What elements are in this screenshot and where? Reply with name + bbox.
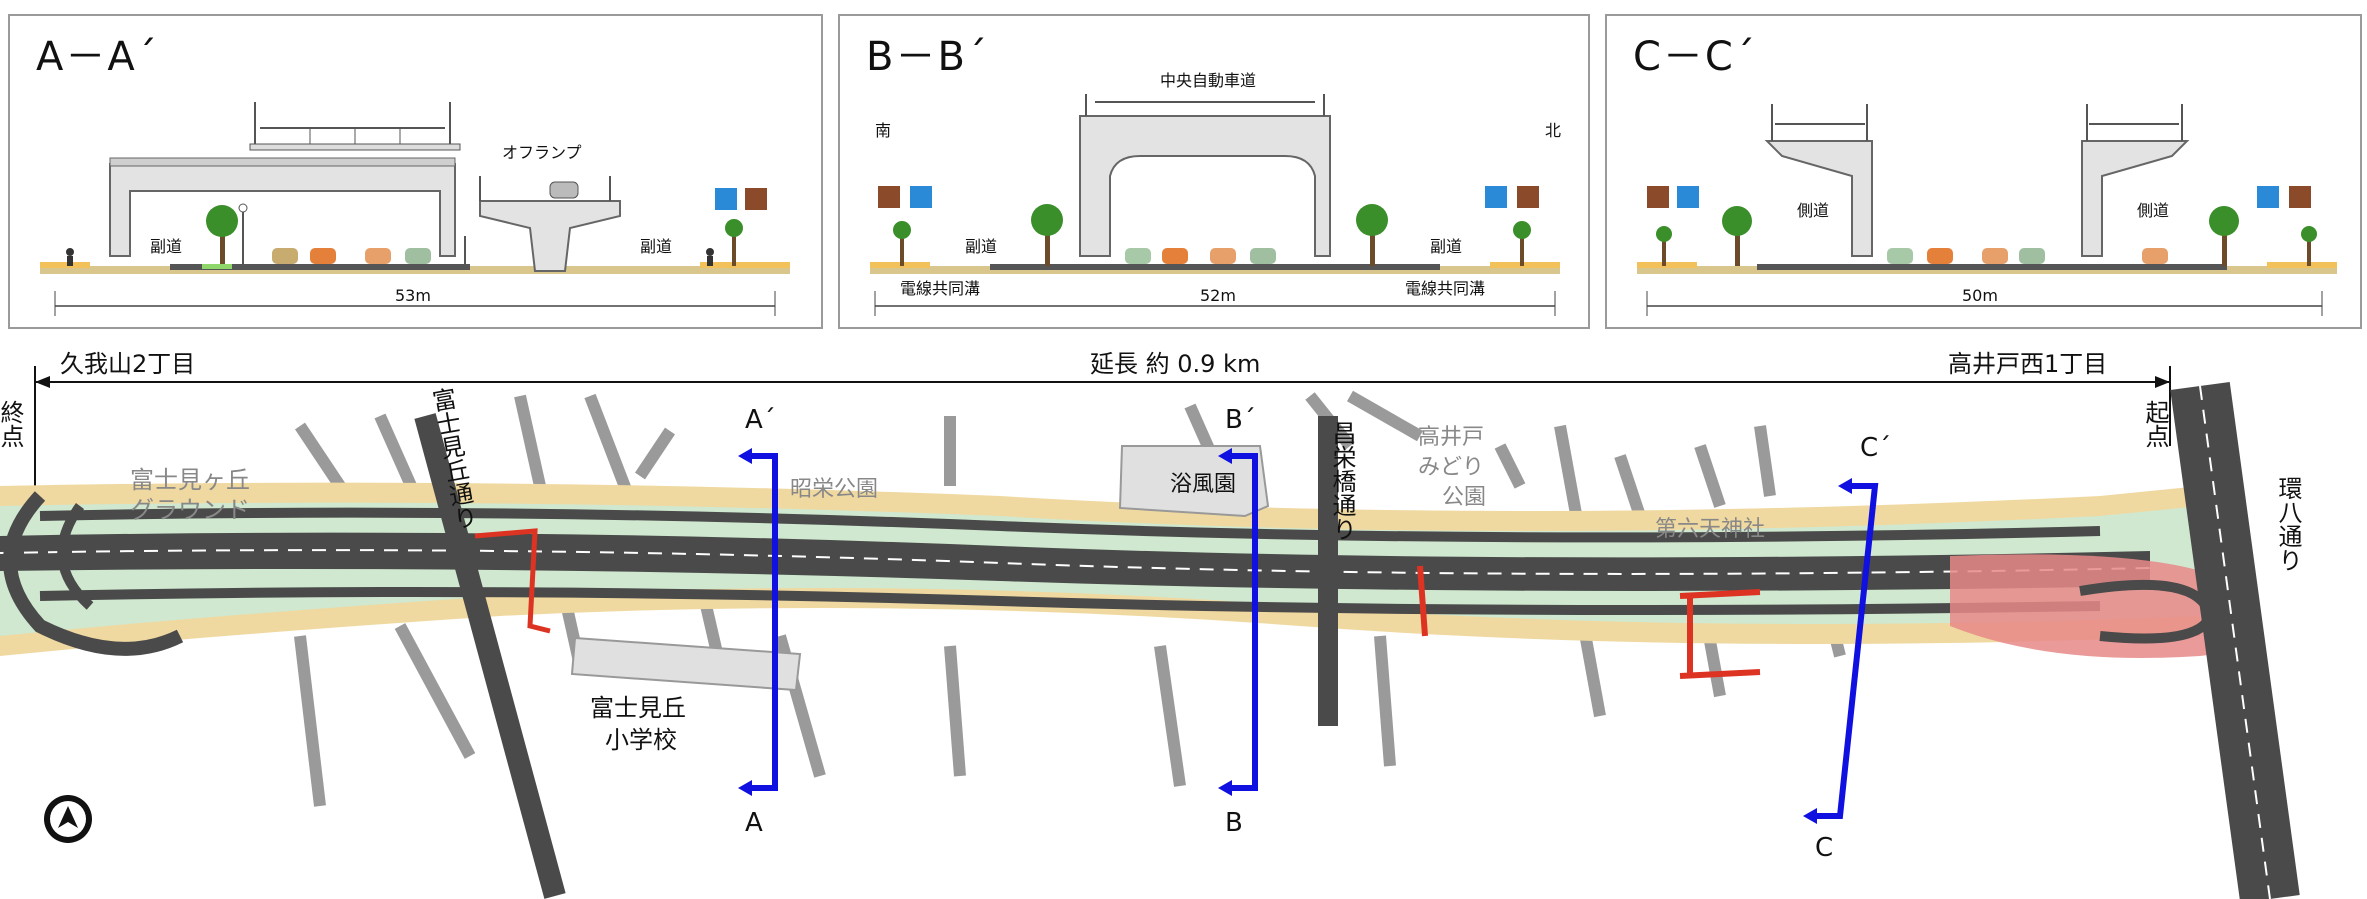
frontage-road-right-label: 側道: [2137, 201, 2169, 220]
marker-c-prime: C´: [1860, 433, 1891, 463]
school-label-2: 小学校: [605, 726, 677, 754]
marker-c: C: [1815, 833, 1833, 863]
section-drawing-b: 中央自動車道 南 北 副道 副道 電線共同溝 電線共同溝 52m: [870, 71, 1561, 316]
section-drawing-c: 側道 側道 50m: [1637, 104, 2337, 316]
bicycle-sign-icon: [910, 186, 932, 208]
yokufuen-label: 浴風園: [1170, 472, 1236, 497]
offramp-label: オフランプ: [502, 143, 582, 162]
cut-line-b: [1225, 453, 1258, 791]
shrine-label: 第六天神社: [1655, 517, 1765, 542]
expressway-lanes: [0, 532, 2150, 591]
center-expressway-label: 中央自動車道: [1160, 71, 1256, 90]
start-point-marker: 起点: [2141, 400, 2169, 448]
cut-line-c: [1810, 483, 1879, 819]
start-location-label: 高井戸西1丁目: [1948, 350, 2107, 378]
marker-b-prime: B´: [1225, 405, 1256, 435]
shoeibashi-street-label: 昌栄橋通り: [1328, 421, 1356, 541]
takaido-park-label-3: 公園: [1442, 485, 1486, 510]
pedestrian-sign-icon: [1647, 186, 1669, 208]
pedestrian-sign-icon: [2289, 186, 2311, 208]
section-panel-c: C－C´ 側道 側道 50m: [1605, 14, 2362, 329]
width-label-a: 53m: [395, 286, 431, 305]
kanpachi-street: [2170, 381, 2300, 899]
west-ramp-loop: [3, 491, 184, 656]
section-panel-b: B－B´ 中央自動車道 南 北 副道 副道 電線共同溝 電線共同溝: [838, 14, 1590, 329]
end-point-marker: 終点: [0, 400, 24, 448]
pedestrian-sign-icon: [878, 186, 900, 208]
ground-label-1: 富士見ヶ丘: [130, 466, 250, 494]
route-length-label: 延長 約 0.9 km: [1090, 350, 1260, 378]
side-road-left-label-b: 副道: [965, 237, 997, 256]
section-title-c: C－C´: [1633, 34, 1757, 80]
section-panel-a: A－A´ オフランプ: [8, 14, 823, 329]
north-arrow-icon: [44, 795, 92, 843]
takaido-park-label-1: 高井戸: [1418, 425, 1484, 450]
bicycle-sign-icon: [1485, 186, 1507, 208]
pedestrian-sign-icon: [1517, 186, 1539, 208]
side-road-left-label: 副道: [150, 237, 182, 256]
bicycle-sign-icon: [2257, 186, 2279, 208]
side-road-north: [39, 507, 2101, 543]
frontage-road-left-label: 側道: [1797, 201, 1829, 220]
marker-a: A: [745, 808, 763, 838]
school-label-1: 富士見丘: [590, 694, 686, 722]
plan-map: 久我山2丁目 延長 約 0.9 km 高井戸西1丁目 終点 起点: [0, 350, 2302, 899]
side-road-right-label: 副道: [640, 237, 672, 256]
bicycle-sign-icon: [1677, 186, 1699, 208]
cable-duct-right-label: 電線共同溝: [1405, 279, 1485, 298]
cable-duct-left-label: 電線共同溝: [900, 279, 980, 298]
ground-label-2: グラウンド: [130, 496, 250, 524]
takaido-park-label-2: みどり: [1418, 455, 1484, 480]
section-title-b: B－B´: [866, 34, 989, 80]
north-label: 北: [1545, 121, 1561, 140]
marker-a-prime: A´: [745, 405, 776, 435]
section-drawing-a: オフランプ 副道 副道 53m: [40, 102, 790, 316]
school-building: [570, 636, 802, 692]
end-location-label: 久我山2丁目: [60, 350, 195, 378]
bicycle-sign-icon: [715, 188, 737, 210]
fujimigaoka-street: [414, 413, 566, 899]
width-label-c: 50m: [1962, 286, 1998, 305]
width-label-b: 52m: [1200, 286, 1236, 305]
cut-line-a: [745, 453, 778, 791]
marker-b: B: [1225, 808, 1243, 838]
section-title-a: A－A´: [36, 34, 159, 80]
shoei-park-label: 昭栄公園: [790, 477, 878, 502]
kanpachi-street-label: 環八通り: [2274, 476, 2302, 572]
side-road-south: [39, 587, 2101, 615]
south-label: 南: [875, 121, 891, 140]
pedestrian-sign-icon: [745, 188, 767, 210]
side-road-right-label-b: 副道: [1430, 237, 1462, 256]
